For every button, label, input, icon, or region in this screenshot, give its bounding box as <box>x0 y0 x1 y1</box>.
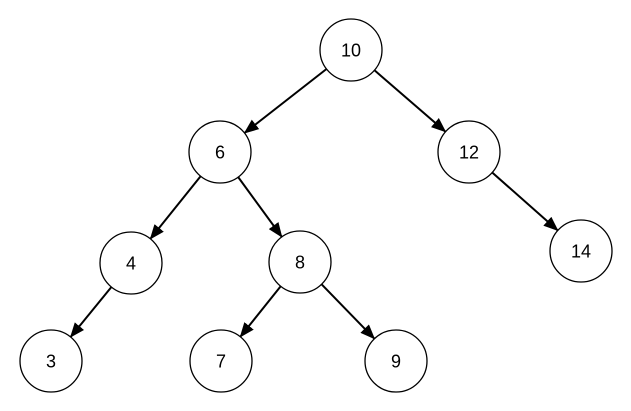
tree-node-circle <box>364 329 428 393</box>
tree-edge-12-to-14 <box>491 171 559 232</box>
tree-edge-8-to-9 <box>320 283 376 340</box>
tree-node-3: 3 <box>19 329 83 393</box>
tree-node-label: 9 <box>391 352 401 372</box>
tree-edge-10-to-12 <box>373 69 447 133</box>
tree-node-circle <box>188 120 252 184</box>
tree-edge-10-to-6 <box>243 68 328 134</box>
tree-node-label: 10 <box>341 41 361 61</box>
tree-node-label: 4 <box>126 254 136 274</box>
tree-node-7: 7 <box>189 329 253 393</box>
tree-node-label: 7 <box>216 352 226 372</box>
tree-node-10: 10 <box>319 18 383 82</box>
tree-node-circle <box>319 18 383 82</box>
tree-node-circle <box>268 230 332 294</box>
tree-node-12: 12 <box>437 120 501 184</box>
tree-node-label: 12 <box>459 143 479 163</box>
tree-node-label: 14 <box>571 242 591 262</box>
tree-edge-8-to-7 <box>239 285 282 338</box>
tree-node-label: 3 <box>46 352 56 372</box>
tree-node-label: 8 <box>295 253 305 273</box>
tree-node-circle <box>549 219 613 283</box>
tree-node-circle <box>189 329 253 393</box>
tree-edge-6-to-8 <box>237 176 283 238</box>
tree-edge-4-to-3 <box>69 286 113 338</box>
tree-node-4: 4 <box>99 231 163 295</box>
tree-node-circle <box>99 231 163 295</box>
tree-node-circle <box>437 120 501 184</box>
tree-edge-6-to-4 <box>149 175 202 240</box>
tree-node-14: 14 <box>549 219 613 283</box>
tree-node-6: 6 <box>188 120 252 184</box>
tree-node-circle <box>19 329 83 393</box>
tree-node-9: 9 <box>364 329 428 393</box>
tree-node-label: 6 <box>215 143 225 163</box>
tree-node-8: 8 <box>268 230 332 294</box>
